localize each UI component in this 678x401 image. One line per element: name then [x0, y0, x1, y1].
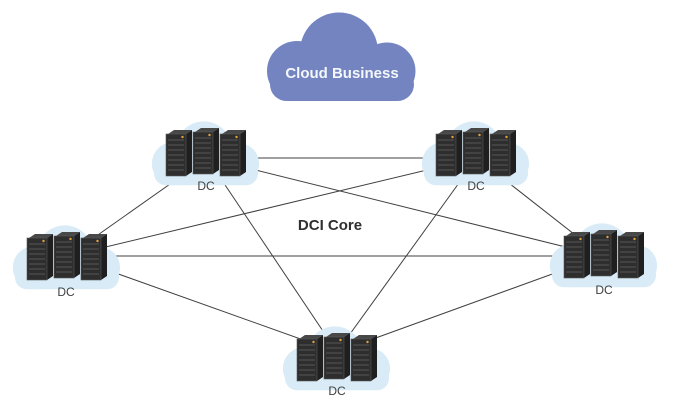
server-rack-icon — [166, 128, 246, 176]
cloud-business-node: Cloud Business — [267, 12, 416, 101]
dc-label: DC — [595, 283, 613, 297]
dci-link-line — [67, 157, 478, 257]
server-rack-icon — [297, 333, 377, 381]
server-rack-icon — [436, 128, 516, 176]
dci-core-label: DCI Core — [298, 217, 362, 234]
dc-label: DC — [467, 179, 485, 193]
dc-node-top-right: DC — [421, 121, 530, 193]
cloud-icon — [267, 12, 416, 101]
dci-link-line — [206, 157, 338, 353]
dc-label: DC — [197, 179, 215, 193]
cloud-business-label: Cloud Business — [285, 65, 398, 82]
dc-label: DC — [328, 384, 346, 398]
dc-node-bottom: DC — [282, 326, 391, 398]
dc-node-right: DC — [549, 223, 658, 297]
server-rack-icon — [564, 230, 644, 278]
dc-node-top-left: DC — [151, 121, 260, 193]
dc-node-left: DC — [12, 225, 121, 299]
dci-link-line — [336, 157, 478, 353]
server-rack-icon — [27, 232, 107, 280]
dci-link-line — [206, 157, 603, 257]
dc-label: DC — [57, 285, 75, 299]
dci-mesh-links — [67, 157, 603, 353]
